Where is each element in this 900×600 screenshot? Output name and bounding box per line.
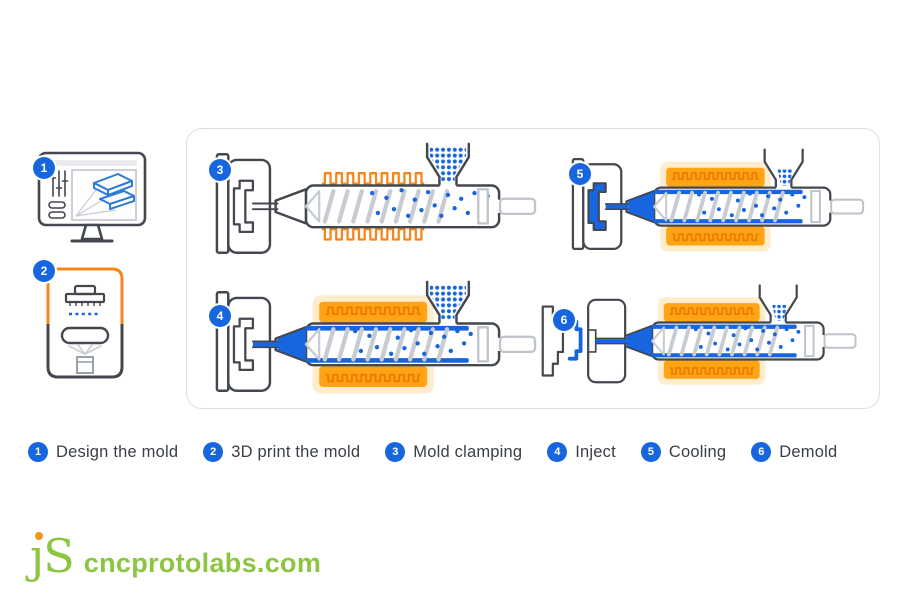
legend-label-5: Cooling xyxy=(668,442,727,461)
legend-badge-1: 1 xyxy=(28,442,48,462)
machine-inject xyxy=(215,280,537,395)
logo-dot-icon xyxy=(35,532,43,540)
legend-badge-6: 6 xyxy=(751,442,772,462)
legend-item-clamping: 3 Mold clamping xyxy=(385,442,522,462)
step-badge-2: 2 xyxy=(33,260,55,282)
cad-monitor-icon xyxy=(37,151,147,243)
legend-label-3: Mold clamping xyxy=(413,442,523,461)
legend-item-inject: 4 Inject xyxy=(547,442,616,462)
machine-cooling xyxy=(571,148,865,253)
legend-item-cooling: 5 Cooling xyxy=(640,442,727,462)
legend-label-4: Inject xyxy=(575,442,616,461)
machine-stages-panel: 3 5 4 6 xyxy=(186,128,880,409)
step-badge-1: 1 xyxy=(33,157,55,179)
legend-label-1: Design the mold xyxy=(56,442,179,461)
legend-label-6: Demold xyxy=(779,442,838,461)
legend-label-2: 3D print the mold xyxy=(231,442,361,461)
brand-logo: ȷS cncprotolabs.com xyxy=(30,529,322,583)
machine-mold-clamping xyxy=(215,142,537,254)
machine-demold xyxy=(541,284,857,386)
legend-badge-5: 5 xyxy=(640,442,661,462)
legend-badge-3: 3 xyxy=(385,442,406,462)
step-badge-4: 4 xyxy=(209,305,231,327)
legend: 1 Design the mold 2 3D print the mold 3 … xyxy=(28,442,837,462)
step-badge-3: 3 xyxy=(209,159,231,181)
step-badge-5: 5 xyxy=(569,163,591,185)
3d-printer-icon xyxy=(46,267,124,379)
logo-initials: ȷS xyxy=(30,529,75,583)
logo-domain-text: cncprotolabs.com xyxy=(83,548,322,578)
legend-badge-4: 4 xyxy=(547,442,568,462)
legend-item-print: 2 3D print the mold xyxy=(203,442,360,462)
legend-badge-2: 2 xyxy=(203,442,224,462)
step-badge-6: 6 xyxy=(553,309,575,331)
legend-item-demold: 6 Demold xyxy=(751,442,837,462)
legend-item-design: 1 Design the mold xyxy=(28,442,178,462)
